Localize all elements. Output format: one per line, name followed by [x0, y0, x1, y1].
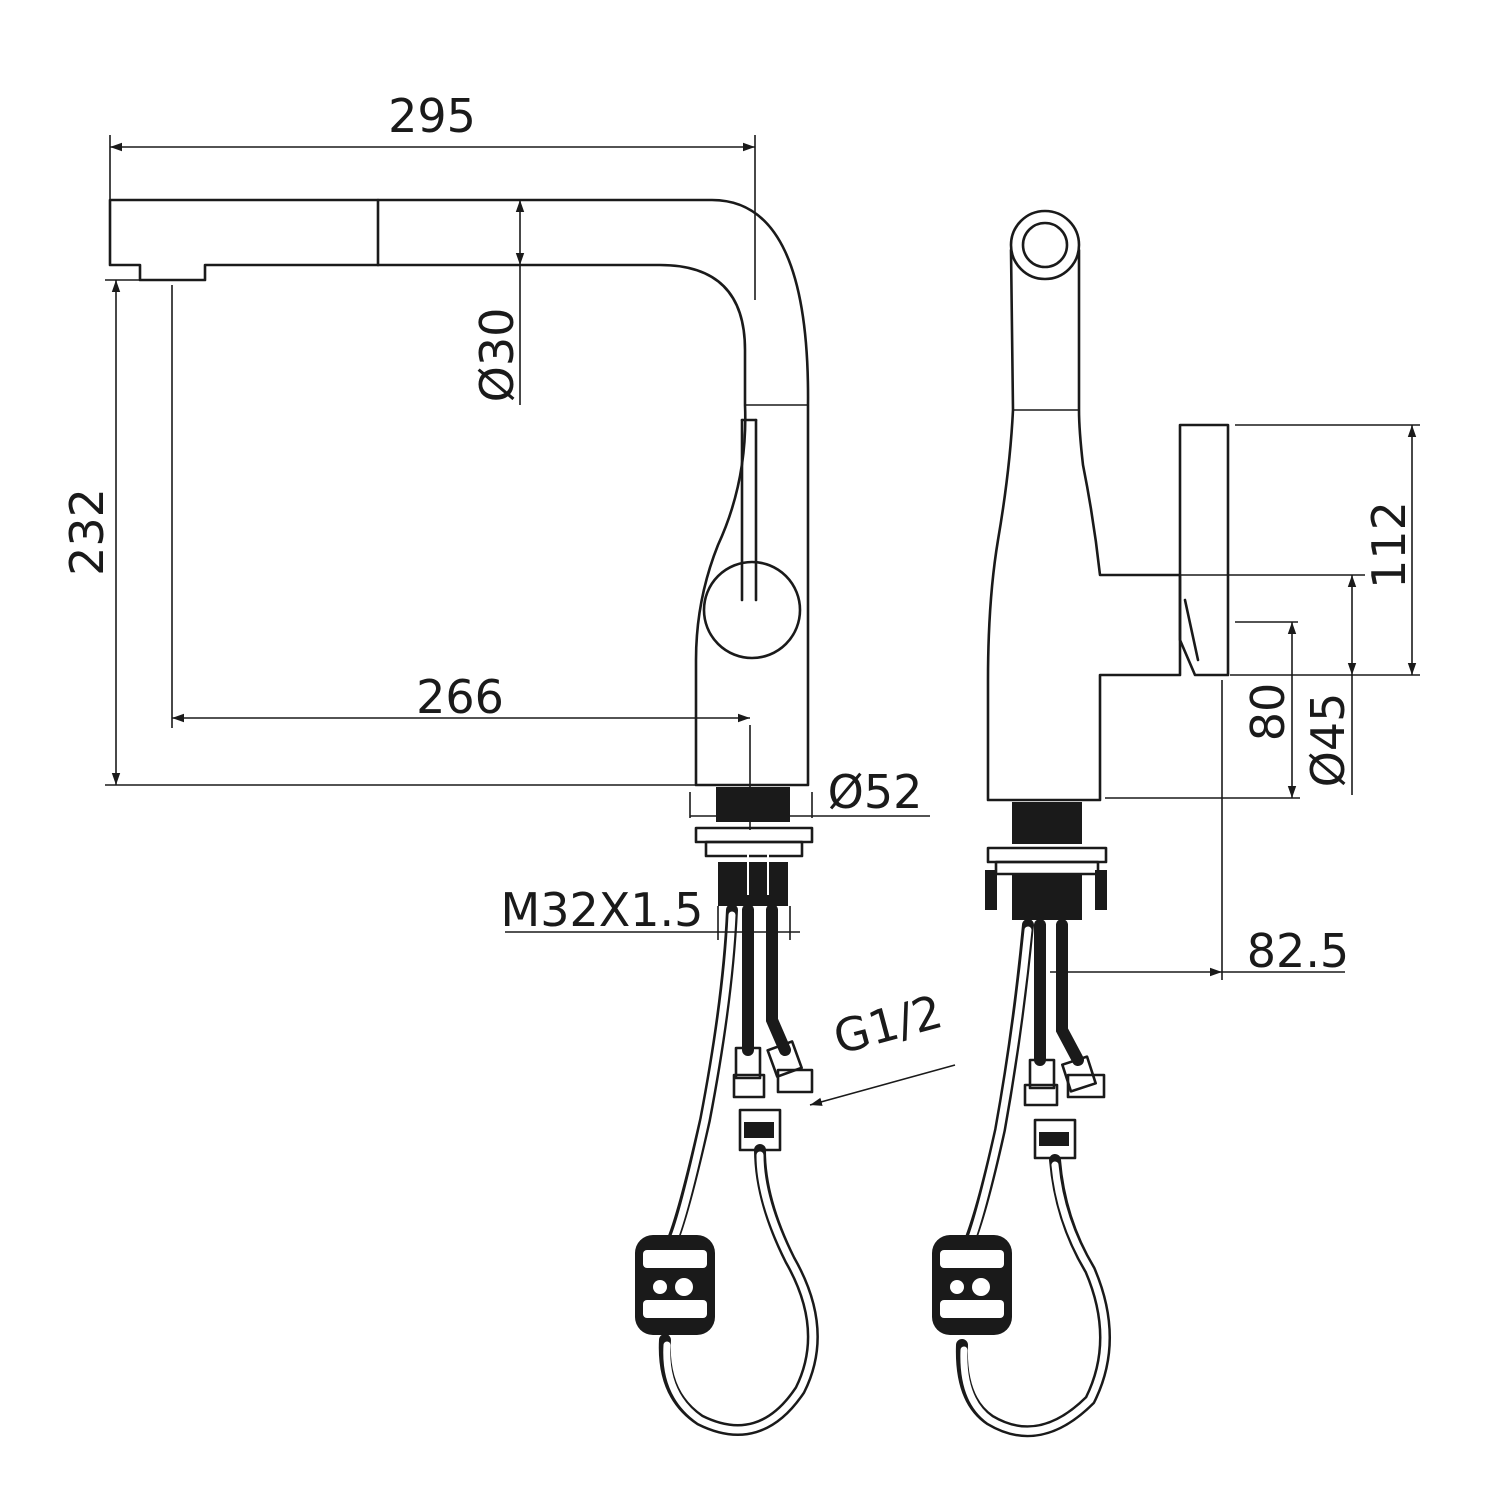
label-lever-height: 80	[1241, 683, 1295, 742]
side-threaded-shank	[1012, 875, 1082, 920]
base-plate	[704, 840, 804, 858]
side-handle	[1178, 423, 1230, 677]
side-base-nut	[1012, 802, 1082, 844]
front-view	[108, 198, 819, 1436]
pullout-hose	[662, 904, 738, 1256]
side-view	[932, 209, 1230, 1438]
base-washer	[694, 826, 814, 844]
spout-outline	[108, 198, 810, 787]
label-overall-length: 295	[388, 89, 476, 143]
label-thread: M32X1.5	[501, 883, 704, 937]
side-washer	[986, 846, 1108, 864]
label-overall-height: 232	[60, 488, 114, 576]
label-base-diameter: Ø52	[828, 765, 923, 819]
nut-2	[776, 1068, 814, 1094]
label-spout-reach: 266	[416, 670, 504, 724]
label-body-diameter: Ø45	[1301, 693, 1355, 788]
label-offset: 82.5	[1247, 924, 1349, 978]
label-spout-diameter: Ø30	[470, 308, 524, 403]
threaded-shank	[718, 862, 788, 906]
label-inlet: G1/2	[828, 984, 948, 1065]
dimension-lines	[105, 135, 1420, 1106]
fitting-2	[766, 1040, 803, 1078]
inlet-hose-2	[766, 904, 791, 1056]
spout-end-inner	[1021, 221, 1069, 269]
side-body-outline	[986, 248, 1182, 802]
nut-1	[732, 1073, 766, 1099]
label-handle-height: 112	[1362, 501, 1416, 589]
handle-knob	[702, 560, 802, 660]
fitting-1	[734, 1046, 762, 1080]
spout-end-outer	[1009, 209, 1081, 281]
